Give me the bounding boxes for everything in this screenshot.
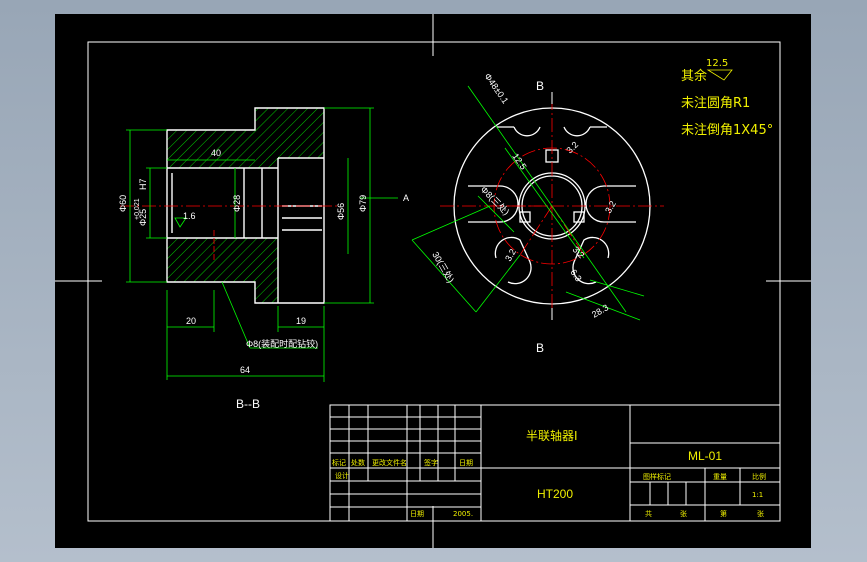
dim-phi-56: Φ56 <box>336 203 346 220</box>
drawing-number: ML-01 <box>688 449 722 463</box>
dim-pin-hole: Φ8(装配时配钻铰) <box>246 338 318 349</box>
sheet-index-label: 第 <box>720 509 727 518</box>
cut-label-bottom: B <box>536 341 544 355</box>
header-weight: 重量 <box>713 473 727 481</box>
sheet-total-unit: 张 <box>680 509 687 518</box>
dim-40: 40 <box>211 148 221 158</box>
header-count: 处数 <box>351 458 365 467</box>
dim-phi-79: Φ79 <box>358 195 368 212</box>
section-hatch-bottom <box>167 238 278 303</box>
title-block: 半联轴器Ⅰ HT200 ML-01 1:1 标记 处数 更改文件名 签字 日期 … <box>329 404 781 522</box>
part-material: HT200 <box>537 487 573 501</box>
dim-fit-h7: H7 <box>138 178 148 190</box>
date-value: 2005. <box>453 510 473 518</box>
technical-notes: 12.5 其余 未注圆角R1 未注倒角1X45° <box>681 58 773 138</box>
dim-64: 64 <box>240 365 250 375</box>
header-scale: 比例 <box>752 472 766 481</box>
roughness-symbol-icon <box>706 69 733 81</box>
sheet-index-unit: 张 <box>757 509 764 518</box>
dim-phi-25: Φ25 <box>138 209 148 226</box>
dim-19: 19 <box>296 316 306 326</box>
section-hatch-top <box>167 108 324 168</box>
scale-value: 1:1 <box>752 491 763 499</box>
dim-fit-tolerance: +0.021 <box>134 198 141 220</box>
date-label: 日期 <box>410 510 424 518</box>
dim-phi-60: Φ60 <box>118 195 128 212</box>
header-date: 日期 <box>459 459 473 467</box>
dim-phi-28: Φ28 <box>232 195 242 212</box>
header-mark: 标记 <box>332 458 346 467</box>
section-view: 40 1.6 Φ28 Φ60 Φ25 +0.021 H7 Φ56 Φ79 20 … <box>118 107 409 411</box>
note-remaining: 其余 <box>681 68 707 84</box>
dim-roughness-1-6: 1.6 <box>183 211 196 221</box>
header-drawing-mark: 图样标记 <box>643 472 671 481</box>
section-arrow-a: A <box>403 193 409 203</box>
section-dimension-lines <box>126 107 398 382</box>
header-sign: 签字 <box>424 458 438 467</box>
section-label: B--B <box>236 397 260 411</box>
design-label: 设计 <box>335 471 349 480</box>
sheet-total-label: 共 <box>645 509 652 518</box>
part-name: 半联轴器Ⅰ <box>526 428 578 443</box>
note-fillet: 未注圆角R1 <box>681 96 750 111</box>
front-dimension-lines <box>411 85 645 321</box>
frame-center-marks <box>55 14 811 548</box>
note-chamfer: 未注倒角1X45° <box>681 123 773 138</box>
note-roughness-value: 12.5 <box>706 58 728 69</box>
cut-label-top: B <box>536 79 544 93</box>
header-change-doc: 更改文件名 <box>372 458 407 467</box>
dim-20: 20 <box>186 316 196 326</box>
